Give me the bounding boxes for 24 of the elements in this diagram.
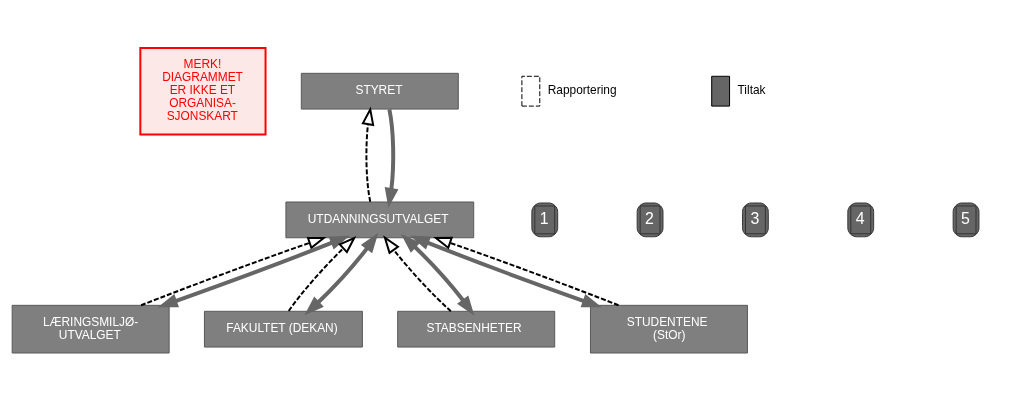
arrow: [383, 235, 452, 313]
arrow: [287, 236, 357, 312]
node-box: MERK! DIAGRAMMET ER IKKE ET ORGANISA- SJONSKART: [139, 46, 267, 136]
node-box: UTDANNINGSUTVALGET: [285, 201, 475, 239]
arrow: [157, 235, 350, 308]
label: 5: [961, 209, 970, 227]
label: 2: [645, 209, 654, 227]
label: 4: [855, 209, 865, 227]
arrow: [384, 109, 399, 208]
arrow: [140, 236, 327, 307]
node-box: STYRET: [300, 72, 459, 110]
legend-label: Rapportering: [547, 83, 617, 98]
arrow: [410, 235, 602, 308]
arrow: [304, 232, 379, 316]
arrow: [433, 236, 620, 307]
label: 3: [750, 209, 760, 227]
node-box: FAKULTET (DEKAN): [203, 310, 363, 348]
node-box: STUDENTENE (StOr): [589, 304, 748, 354]
arrow: [361, 106, 375, 203]
label: 1: [539, 209, 549, 227]
node-box: STABSENHETER: [397, 310, 556, 348]
arrow: [401, 233, 475, 316]
legend-label: Tiltak: [737, 83, 766, 98]
node-box: LÆRINGSMILJØ- UTVALGET: [11, 304, 170, 354]
